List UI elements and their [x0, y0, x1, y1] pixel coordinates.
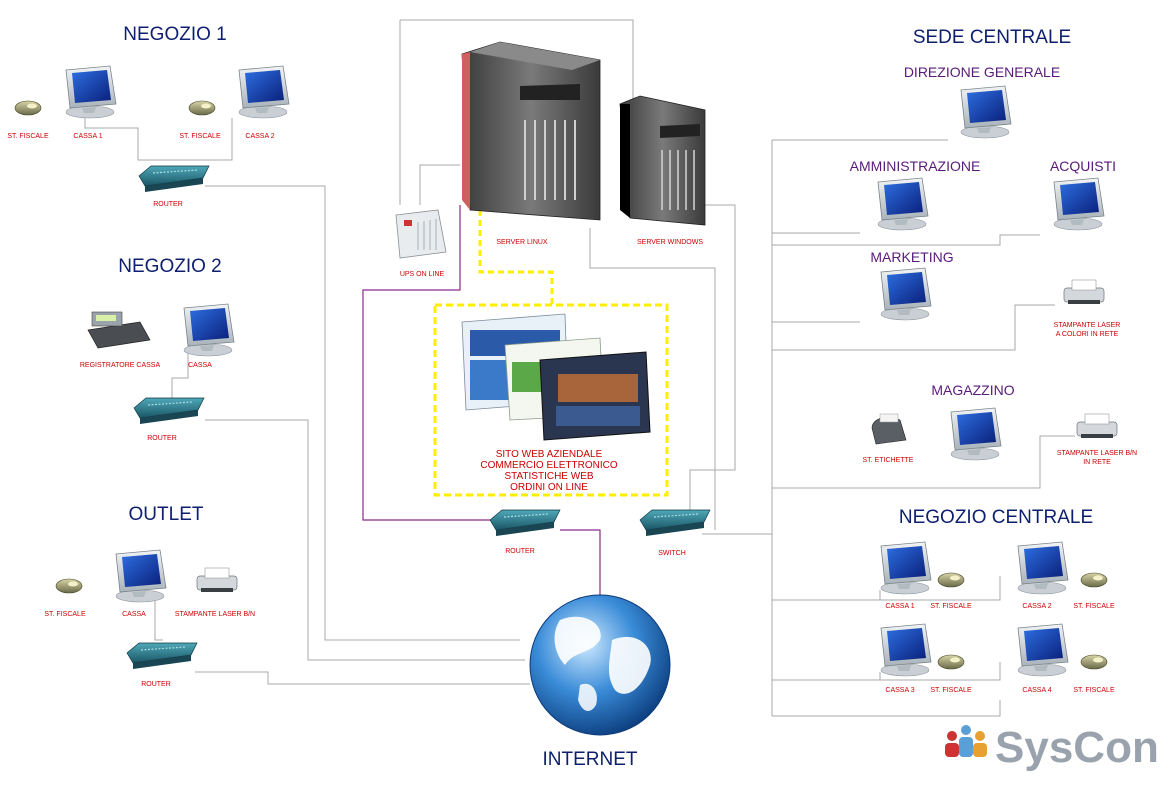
section-outlet: OUTLET ST. FISCALE CASSA STAMPANTE LASER…	[44, 504, 255, 688]
internet-label: INTERNET	[543, 749, 638, 770]
device-label: CASSA 1	[885, 603, 914, 610]
router-icon	[133, 397, 205, 425]
device-label: CASSA 3	[885, 687, 914, 694]
ups-icon	[395, 209, 447, 259]
web-services-box	[433, 303, 669, 497]
web-service-line: SITO WEB AZIENDALE	[496, 449, 603, 460]
device-label: ST. FISCALE	[1073, 687, 1115, 694]
device-label: ST. FISCALE	[930, 603, 972, 610]
fiscal-printer-icon	[937, 572, 965, 588]
syscon-logo: SysCon	[945, 723, 1159, 772]
server-icon	[619, 95, 706, 226]
device-label: IN RETE	[1083, 459, 1111, 466]
device-label: CASSA	[122, 611, 146, 618]
laser-printer-icon	[1076, 413, 1118, 439]
people-icon	[945, 725, 987, 757]
router-icon	[126, 642, 198, 670]
department-title: ACQUISTI	[1050, 158, 1116, 174]
fiscal-printer-icon	[14, 100, 42, 116]
device-label: ST. FISCALE	[179, 133, 221, 140]
website-screenshots	[461, 313, 651, 441]
section-negozio-1: NEGOZIO 1 ST. FISCALE CASSA 1 ST. FISCAL…	[7, 24, 290, 208]
cash-register-icon	[87, 311, 151, 349]
monitor-icon	[1053, 177, 1105, 231]
device-label: STAMPANTE LASER	[1054, 322, 1121, 329]
monitor-icon	[238, 65, 290, 119]
device-label: SWITCH	[658, 550, 686, 557]
laser-printer-icon	[196, 567, 238, 593]
department-title: MAGAZZINO	[931, 382, 1014, 398]
monitor-icon	[880, 267, 932, 321]
device-label: STAMPANTE LASER B/N	[1057, 450, 1137, 457]
department-title: MARKETING	[870, 249, 953, 265]
monitor-icon	[877, 177, 929, 231]
device-label: ST. FISCALE	[44, 611, 86, 618]
router-icon	[489, 509, 561, 537]
section-title: NEGOZIO CENTRALE	[899, 507, 1093, 528]
fiscal-printer-icon	[1080, 654, 1108, 670]
monitor-icon	[880, 623, 932, 677]
section-internet: INTERNET	[529, 594, 671, 770]
device-label: ROUTER	[141, 681, 171, 688]
fiscal-printer-icon	[188, 100, 216, 116]
logo-text: SysCon	[995, 723, 1159, 772]
server-icon	[461, 41, 601, 221]
monitor-icon	[115, 549, 167, 603]
device-label: CASSA	[188, 362, 212, 369]
switch-icon	[639, 509, 711, 537]
section-sede-centrale: SEDE CENTRALE DIREZIONE GENERALE AMMINIS…	[850, 27, 1137, 466]
department-title: AMMINISTRAZIONE	[850, 158, 981, 174]
web-service-line: ORDINI ON LINE	[510, 482, 588, 493]
fiscal-printer-icon	[1080, 572, 1108, 588]
router-icon	[138, 165, 210, 193]
monitor-icon	[950, 407, 1002, 461]
connection-lines	[84, 19, 1075, 717]
monitor-icon	[880, 541, 932, 595]
device-label: CASSA 4	[1022, 687, 1051, 694]
device-label: CASSA 2	[245, 133, 274, 140]
monitor-icon	[1017, 623, 1069, 677]
section-title: NEGOZIO 1	[123, 24, 226, 45]
device-label: ROUTER	[153, 201, 183, 208]
department-title: DIREZIONE GENERALE	[904, 64, 1060, 80]
device-label: ST. ETICHETTE	[863, 457, 914, 464]
device-label: ROUTER	[147, 435, 177, 442]
section-negozio-centrale: NEGOZIO CENTRALE CASSA 1 ST. FISCALE CAS…	[880, 507, 1115, 694]
device-label: ROUTER	[505, 548, 535, 555]
device-label: ST. FISCALE	[1073, 603, 1115, 610]
device-label: SERVER WINDOWS	[637, 239, 703, 246]
device-label: A COLORI IN RETE	[1056, 331, 1119, 338]
device-label: UPS ON LINE	[400, 271, 445, 278]
fiscal-printer-icon	[937, 654, 965, 670]
monitor-icon	[960, 85, 1012, 139]
section-title: SEDE CENTRALE	[913, 27, 1071, 48]
section-title: NEGOZIO 2	[118, 256, 221, 277]
device-label: STAMPANTE LASER B/N	[175, 611, 255, 618]
device-label: SERVER LINUX	[496, 239, 548, 246]
monitor-icon	[1017, 541, 1069, 595]
web-service-line: STATISTICHE WEB	[504, 471, 593, 482]
device-label: ST. FISCALE	[7, 133, 49, 140]
web-service-line: COMMERCIO ELETTRONICO	[480, 460, 617, 471]
section-negozio-2: NEGOZIO 2 REGISTRATORE CASSA CASSA ROUTE…	[80, 256, 235, 442]
device-label: CASSA 2	[1022, 603, 1051, 610]
device-label: ST. FISCALE	[930, 687, 972, 694]
fiscal-printer-icon	[55, 578, 83, 594]
device-label: CASSA 1	[73, 133, 102, 140]
laser-printer-icon	[1063, 279, 1105, 305]
device-label: REGISTRATORE CASSA	[80, 362, 161, 369]
section-title: OUTLET	[129, 504, 204, 525]
label-printer-icon	[871, 413, 907, 445]
monitor-icon	[183, 303, 235, 357]
monitor-icon	[65, 65, 117, 119]
section-datacenter: SERVER LINUX SERVER WINDOWS UPS ON LINE	[395, 41, 711, 557]
